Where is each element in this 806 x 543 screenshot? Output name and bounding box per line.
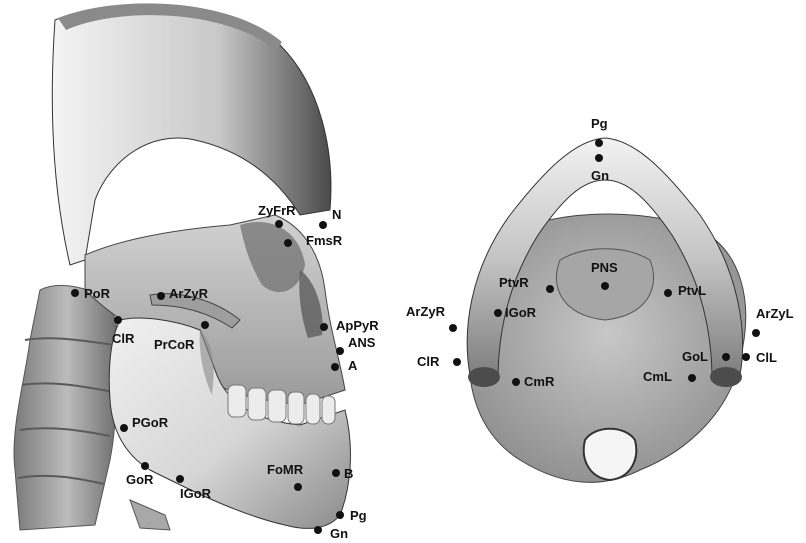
landmark-label-right-ClR: ClR <box>417 354 440 369</box>
landmark-label-left-ZyFrR: ZyFrR <box>258 203 296 218</box>
condyle-left <box>710 367 742 387</box>
landmark-marker-right-PtvR <box>546 285 554 293</box>
landmark-marker-right-ClL <box>742 353 750 361</box>
landmark-marker-left-B <box>332 469 340 477</box>
landmark-label-right-PNS: PNS <box>591 260 618 275</box>
landmark-marker-left-ClR <box>114 316 122 324</box>
landmark-marker-right-IGoR <box>494 309 502 317</box>
landmark-label-left-ApPyR: ApPyR <box>336 318 379 333</box>
landmark-marker-left-IGoR <box>176 475 184 483</box>
landmark-label-left-FoMR: FoMR <box>267 462 304 477</box>
landmark-label-left-A: A <box>348 358 358 373</box>
landmark-marker-right-CmR <box>512 378 520 386</box>
landmark-marker-left-Pg <box>336 511 344 519</box>
landmark-marker-right-CmL <box>688 374 696 382</box>
landmark-marker-left-PrCoR <box>201 321 209 329</box>
landmark-label-left-ANS: ANS <box>348 335 376 350</box>
landmark-marker-left-ZyFrR <box>275 220 283 228</box>
landmark-label-right-ArZyL: ArZyL <box>756 306 794 321</box>
landmark-marker-left-Gn <box>314 526 322 534</box>
landmark-label-left-ClR: ClR <box>112 331 135 346</box>
landmark-marker-right-Gn <box>595 154 603 162</box>
landmark-label-left-IGoR: IGoR <box>180 486 212 501</box>
landmark-label-left-PoR: PoR <box>84 286 111 301</box>
landmark-marker-left-A <box>331 363 339 371</box>
landmark-marker-left-GoR <box>141 462 149 470</box>
landmark-marker-right-PNS <box>601 282 609 290</box>
landmark-marker-left-N <box>319 221 327 229</box>
landmark-marker-right-Pg <box>595 139 603 147</box>
landmark-marker-left-ApPyR <box>320 323 328 331</box>
landmark-label-right-CmR: CmR <box>524 374 555 389</box>
lateral-skull-view <box>14 3 350 530</box>
landmark-label-left-Pg: Pg <box>350 508 367 523</box>
landmark-label-left-Gn: Gn <box>330 526 348 541</box>
landmark-marker-right-ArZyR <box>449 324 457 332</box>
landmark-label-right-PtvL: PtvL <box>678 283 706 298</box>
landmark-label-left-PrCoR: PrCoR <box>154 337 195 352</box>
landmark-marker-left-PoR <box>71 289 79 297</box>
landmark-label-left-B: B <box>344 466 353 481</box>
landmark-label-left-FmsR: FmsR <box>306 233 343 248</box>
cervical-spine <box>14 285 120 530</box>
landmark-marker-left-FmsR <box>284 239 292 247</box>
landmark-marker-left-PGoR <box>120 424 128 432</box>
landmark-marker-right-ClR <box>453 358 461 366</box>
hyoid-bone <box>130 500 170 530</box>
landmark-label-right-IGoR: IGoR <box>505 305 537 320</box>
landmark-label-right-GoL: GoL <box>682 349 708 364</box>
landmark-marker-right-GoL <box>722 353 730 361</box>
landmark-label-left-PGoR: PGoR <box>132 415 169 430</box>
landmark-marker-right-PtvL <box>664 289 672 297</box>
landmark-label-left-N: N <box>332 207 341 222</box>
landmark-label-left-GoR: GoR <box>126 472 154 487</box>
foramen-magnum <box>584 429 637 480</box>
landmark-label-right-Gn: Gn <box>591 168 609 183</box>
landmark-marker-left-ArZyR <box>157 292 165 300</box>
landmark-label-right-ArZyR: ArZyR <box>406 304 446 319</box>
landmark-marker-right-ArZyL <box>752 329 760 337</box>
landmark-label-right-ClL: ClL <box>756 350 777 365</box>
condyle-right <box>468 367 500 387</box>
landmark-label-right-Pg: Pg <box>591 116 608 131</box>
landmark-marker-left-FoMR <box>294 483 302 491</box>
landmark-label-right-CmL: CmL <box>643 369 672 384</box>
landmark-label-right-PtvR: PtvR <box>499 275 529 290</box>
landmark-marker-left-ANS <box>336 347 344 355</box>
landmark-label-left-ArZyR: ArZyR <box>169 286 209 301</box>
